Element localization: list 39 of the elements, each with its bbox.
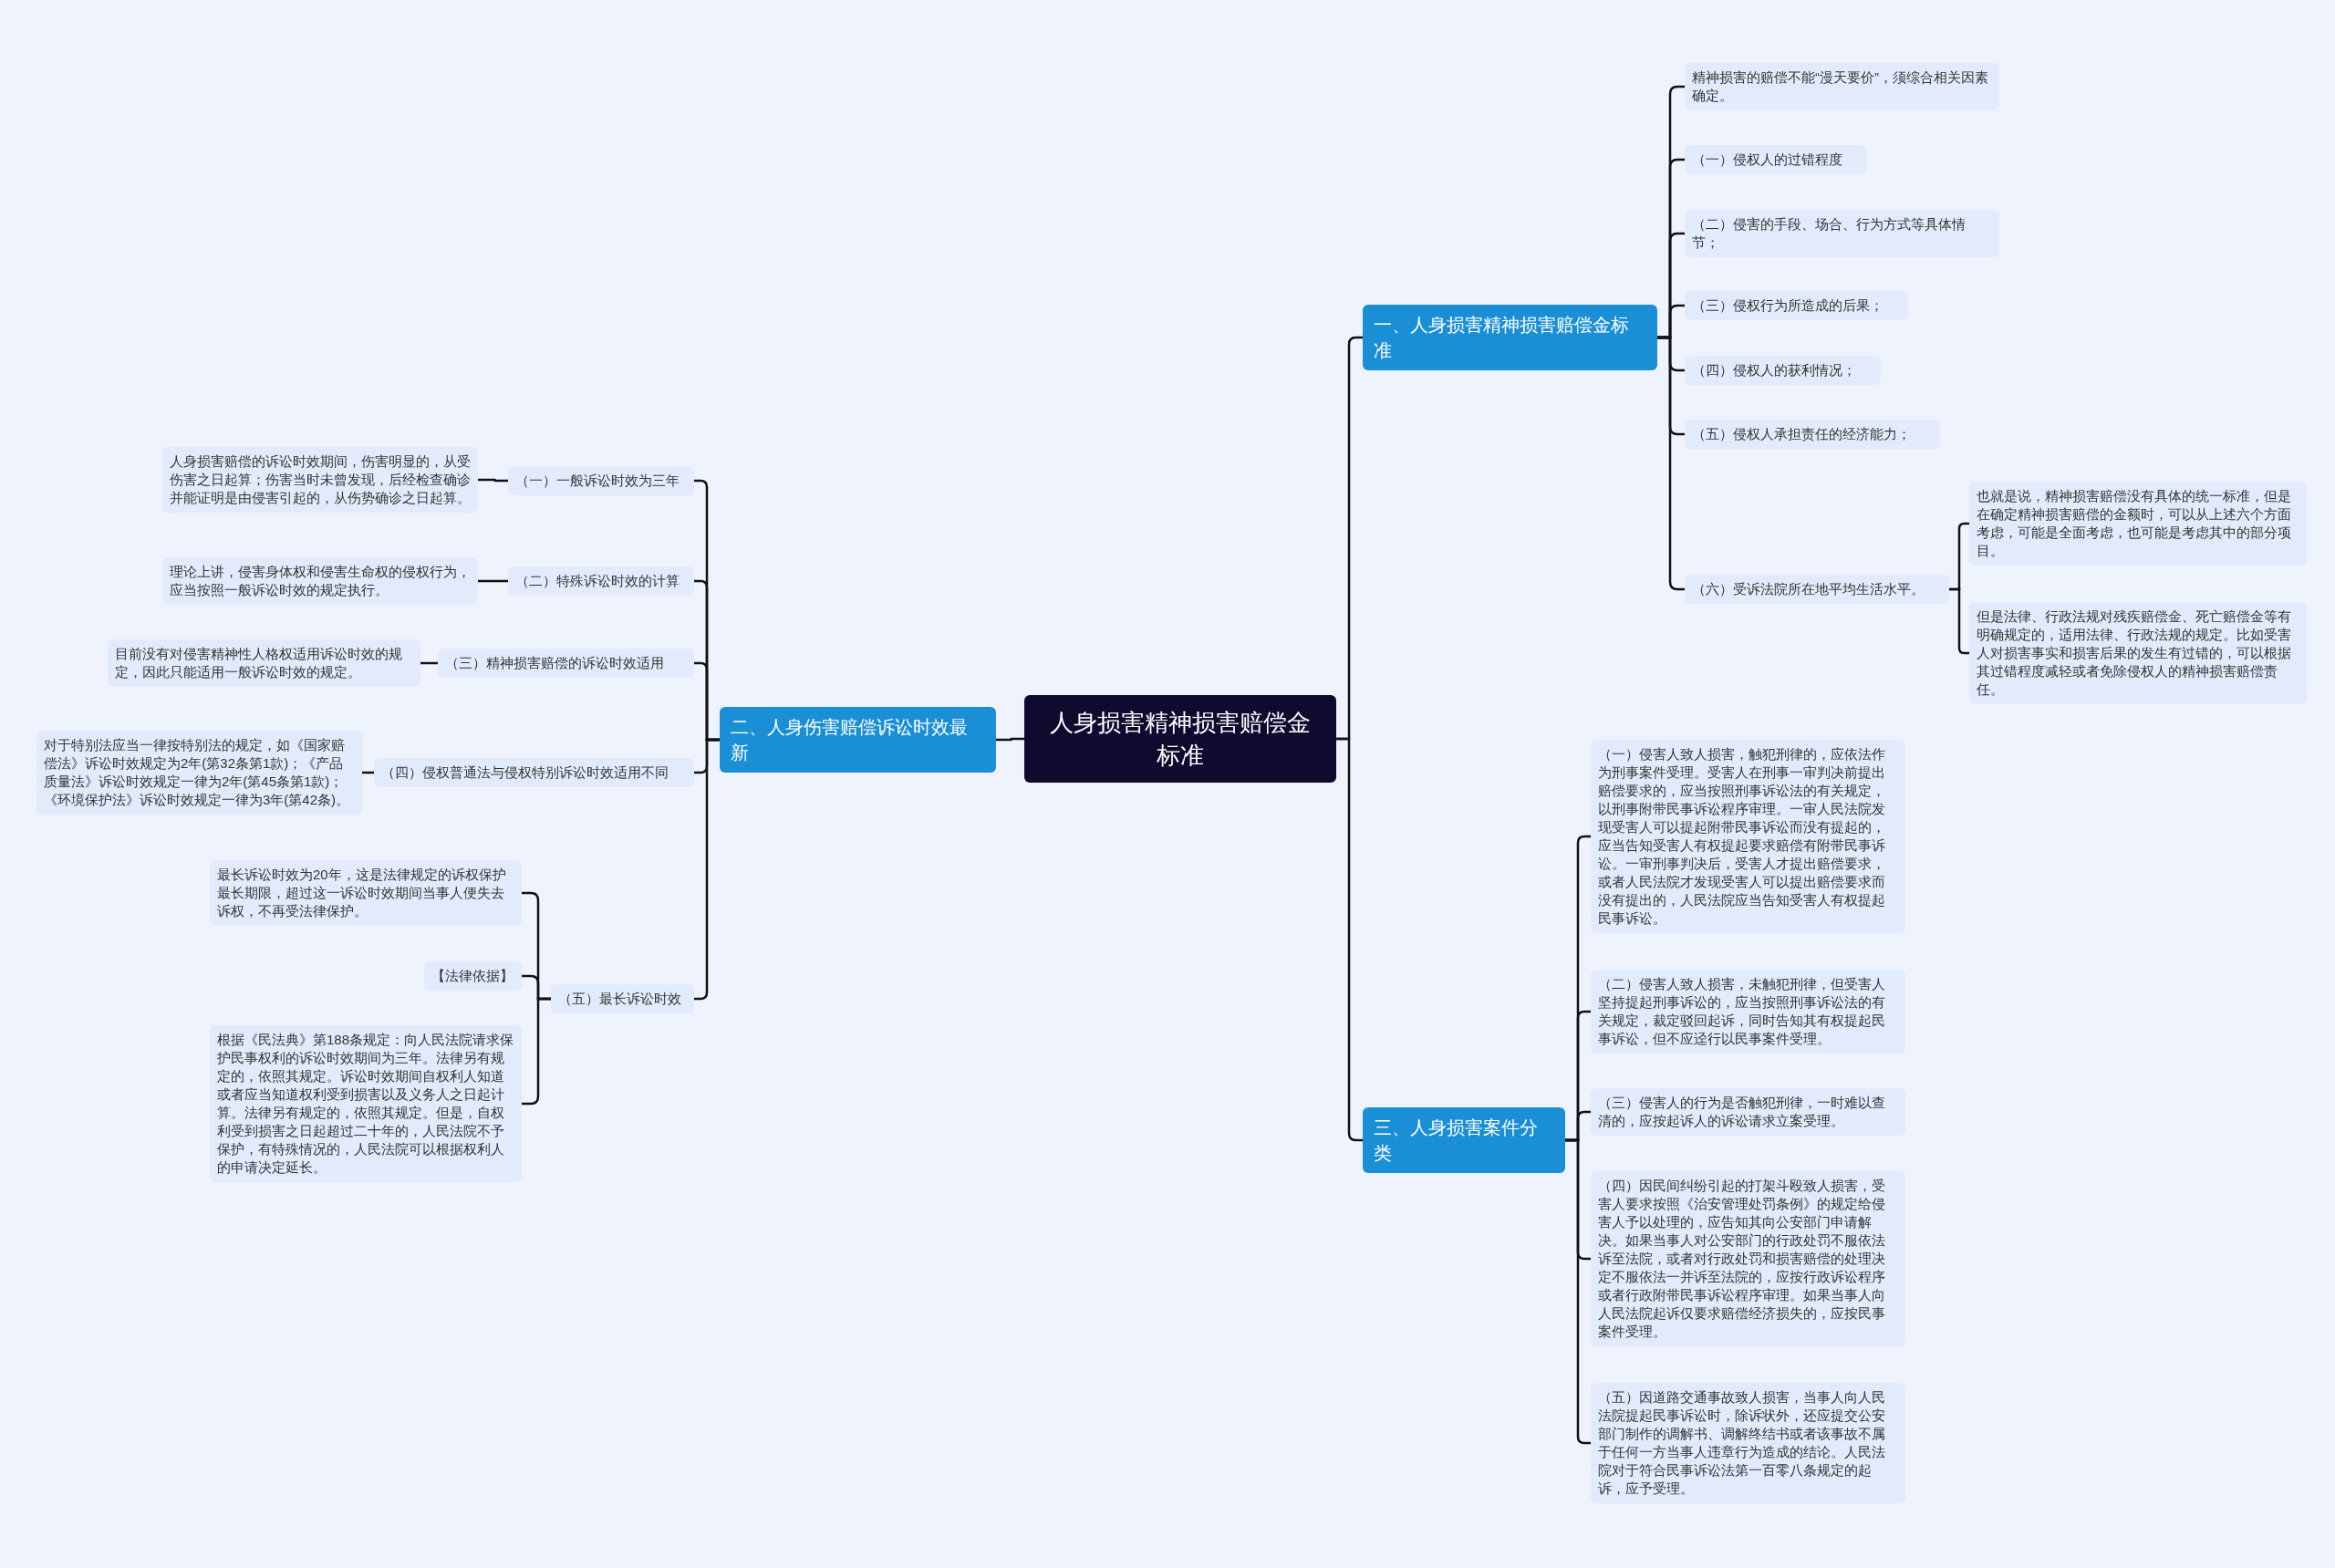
subtopic-box: （六）受诉法院所在地平均生活水平。: [1685, 575, 1949, 604]
subtopic-box: （三）侵权行为所造成的后果；: [1685, 291, 1908, 320]
subtopic-box: （五）因道路交通事故致人损害，当事人向人民法院提起民事诉讼时，除诉状外，还应提交公安部门制作的调解书、调解终结书或者该事故不属于任何一方当事人违章行为造成的结论。人民法院对于符合民事诉讼法第一百零八条规定的起诉，应予受理。: [1591, 1383, 1905, 1503]
subtopic-box: （二）特殊诉讼时效的计算: [508, 566, 694, 596]
connector-line: [694, 738, 720, 1001]
connector-line: [420, 661, 438, 665]
connector-line: [522, 997, 551, 1106]
subtopic-box: 根据《民法典》第188条规定：向人民法院请求保护民事权利的诉讼时效期间为三年。法律另有规定的，依照其规定。诉讼时效期间自权利人知道或者应当知道权利受到损害以及义务人之日起计算。法律另有规定的，依照其规定。但是，自权利受到损害之日起超过二十年的，人民法院不予保护，有特殊情况的，人民法院可以根据权利人的申请决定延长。: [210, 1025, 522, 1182]
connector-line: [996, 737, 1024, 742]
subtopic-box: 目前没有对侵害精神性人格权适用诉讼时效的规定，因此只能适用一般诉讼时效的规定。: [108, 639, 420, 687]
subtopic-box: 但是法律、行政法规对残疾赔偿金、死亡赔偿金等有明确规定的，适用法律、行政法规的规定。比如受害人对损害事实和损害后果的发生有过错的，可以根据其过错程度减轻或者免除侵权人的精神损害赔偿责任。: [1969, 602, 2307, 704]
subtopic-box: （四）侵权人的获利情况；: [1685, 356, 1881, 385]
connector-line: [1336, 737, 1363, 1142]
subtopic-box: 理论上讲，侵害身体权和侵害生命权的侵权行为，应当按照一般诉讼时效的规定执行。: [162, 557, 478, 605]
subtopic-box: 也就是说，精神损害赔偿没有具体的统一标准，但是在确定精神损害赔偿的金额时，可以从上述六个方面考虑，可能是全面考虑，也可能是考虑其中的部分项目。: [1969, 482, 2307, 566]
connector-line: [1657, 336, 1685, 591]
subtopic-box: 人身损害赔偿的诉讼时效期间，伤害明显的，从受伤害之日起算；伤害当时未曾发现，后经检查确诊并能证明是由侵害引起的，从伤势确诊之日起算。: [162, 447, 478, 513]
subtopic-box: （一）侵害人致人损害，触犯刑律的，应依法作为刑事案件受理。受害人在刑事一审判决前提出赔偿要求的，应当按照刑事诉讼法的有关规定，以刑事附带民事诉讼程序审理。一审人民法院发现受害人可以提起附带民事诉讼而没有提起的，应当告知受害人有权提起要求赔偿有附带民事诉讼。一审刑事判决后，受害人才提出赔偿要求，或者人民法院才发现受害人可以提出赔偿要求而没有提出的，人民法院应当告知受害人有权提起民事诉讼。: [1591, 740, 1905, 933]
subtopic-box: 【法律依据】: [424, 961, 522, 991]
subtopic-box: （四）因民间纠纷引起的打架斗殴致人损害，受害人要求按照《治安管理处罚条例》的规定给侵害人予以处理的，应告知其向公安部门申请解决。如果当事人对公安部门的行政处罚不服依法诉至法院，或者对行政处罚和损害赔偿的处理决定不服依法一并诉至法院的，应按行政诉讼程序或者行政附带民事诉讼程序审理。如果当事人向人民法院起诉仅要求赔偿经济损失的，应按民事案件受理。: [1591, 1171, 1905, 1346]
branch-topic: 二、人身伤害赔偿诉讼时效最新: [720, 707, 996, 773]
subtopic-box: （三）精神损害赔偿的诉讼时效适用: [438, 649, 694, 678]
branch-topic: 一、人身损害精神损害赔偿金标准: [1363, 305, 1657, 370]
connector-line: [1565, 1138, 1591, 1445]
subtopic-box: 最长诉讼时效为20年，这是法律规定的诉权保护最长期限，超过这一诉讼时效期间当事人便失去诉权，不再受法律保护。: [210, 860, 522, 926]
subtopic-box: 对于特别法应当一律按特别法的规定，如《国家赔偿法》诉讼时效规定为2年(第32条第1款)；《产品质量法》诉讼时效规定一律为2年(第45条第1款)；《环境保护法》诉讼时效规定一律为3年(第42条)。: [36, 731, 362, 815]
central-topic: 人身损害精神损害赔偿金标准: [1024, 695, 1336, 783]
subtopic-box: （五）侵权人承担责任的经济能力；: [1685, 420, 1940, 449]
subtopic-box: （二）侵害的手段、场合、行为方式等具体情节；: [1685, 210, 1999, 257]
subtopic-box: （四）侵权普通法与侵权特别诉讼时效适用不同: [374, 758, 694, 787]
connector-line: [478, 478, 508, 483]
subtopic-box: （五）最长诉讼时效: [551, 984, 694, 1013]
connector-line: [478, 579, 508, 583]
subtopic-box: 精神损害的赔偿不能“漫天要价”，须综合相关因素确定。: [1685, 63, 1999, 110]
branch-topic: 三、人身损害案件分类: [1363, 1107, 1565, 1173]
subtopic-box: （一）侵权人的过错程度: [1685, 145, 1867, 174]
subtopic-box: （三）侵害人的行为是否触犯刑律，一时难以查清的，应按起诉人的诉讼请求立案受理。: [1591, 1088, 1905, 1136]
subtopic-box: （二）侵害人致人损害，未触犯刑律，但受害人坚持提起刑事诉讼的，应当按照刑事诉讼法的有关规定，裁定驳回起诉，同时告知其有权提起民事诉讼，但不应迳行以民事案件受理。: [1591, 970, 1905, 1054]
subtopic-box: （一）一般诉讼时效为三年: [508, 466, 694, 495]
